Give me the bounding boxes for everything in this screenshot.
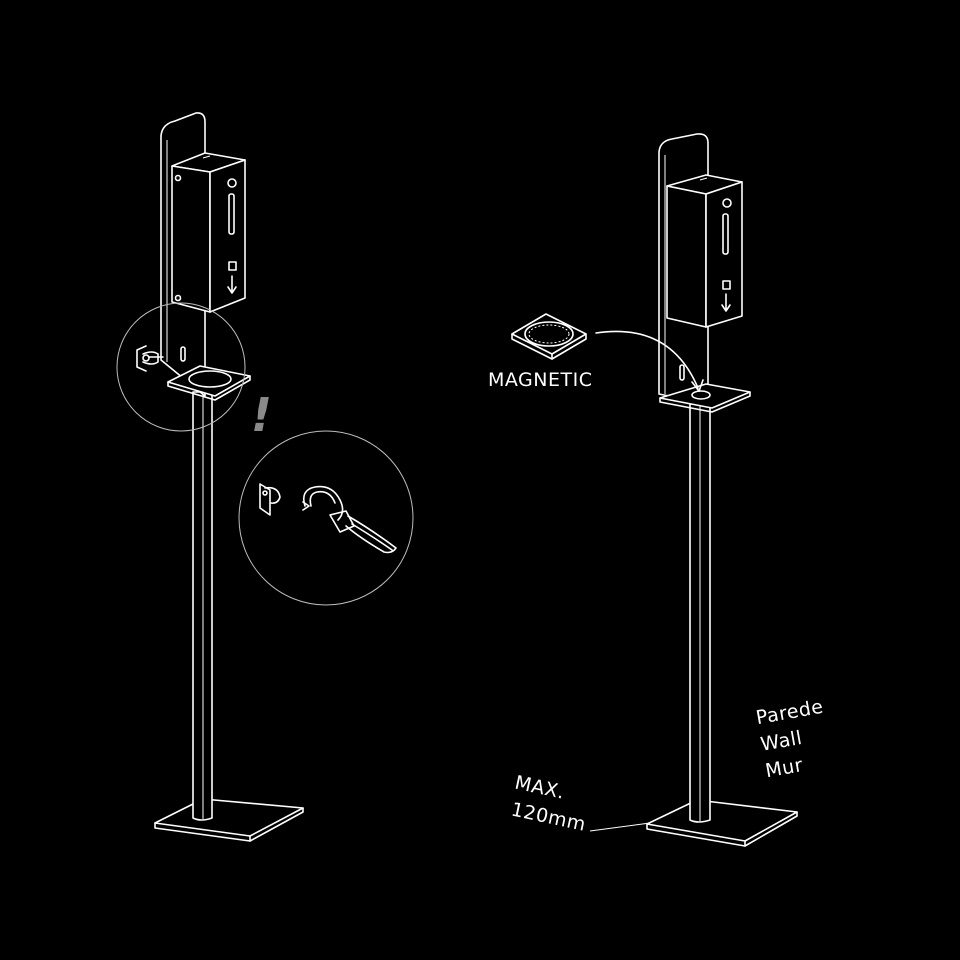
left-pole: [192, 391, 213, 821]
wall-label-en: Wall: [759, 727, 804, 756]
max-label-line1: MAX.: [513, 772, 567, 804]
magnetic-arrow: [595, 330, 704, 392]
left-stand: [116, 112, 304, 842]
max-dimension-leader: [589, 822, 651, 832]
left-bracket-detail: [136, 345, 164, 372]
hook-detail-circle: [238, 430, 414, 606]
left-shelf: [167, 365, 251, 401]
max-dimension: MAX. 120mm: [509, 772, 651, 836]
right-magnet-spot: [691, 390, 711, 400]
right-stand: [646, 133, 798, 847]
wall-label-pt: Parede: [754, 696, 825, 729]
max-label-line2: 120mm: [509, 799, 588, 836]
left-base-plate: [154, 798, 304, 842]
magnetic-label: MAGNETIC: [488, 369, 592, 391]
right-dispenser-box: [666, 174, 743, 328]
magnetic-pad: [511, 313, 587, 360]
wall-labels: Parede Wall Mur: [754, 696, 825, 783]
left-detail-callout-circle: [116, 302, 246, 432]
right-base-plate: [646, 799, 798, 847]
wall-hook-icon: [259, 483, 281, 516]
right-pole: [689, 403, 711, 823]
warning-mark: !: [251, 388, 272, 442]
right-shelf: [659, 383, 751, 413]
hook-detail: [238, 430, 414, 606]
carabiner-strap-icon: [302, 485, 397, 554]
left-dispenser-box: [171, 152, 246, 313]
left-hook-slot: [180, 346, 186, 362]
wall-label-fr: Mur: [764, 754, 805, 782]
right-hook-slot: [679, 364, 685, 381]
